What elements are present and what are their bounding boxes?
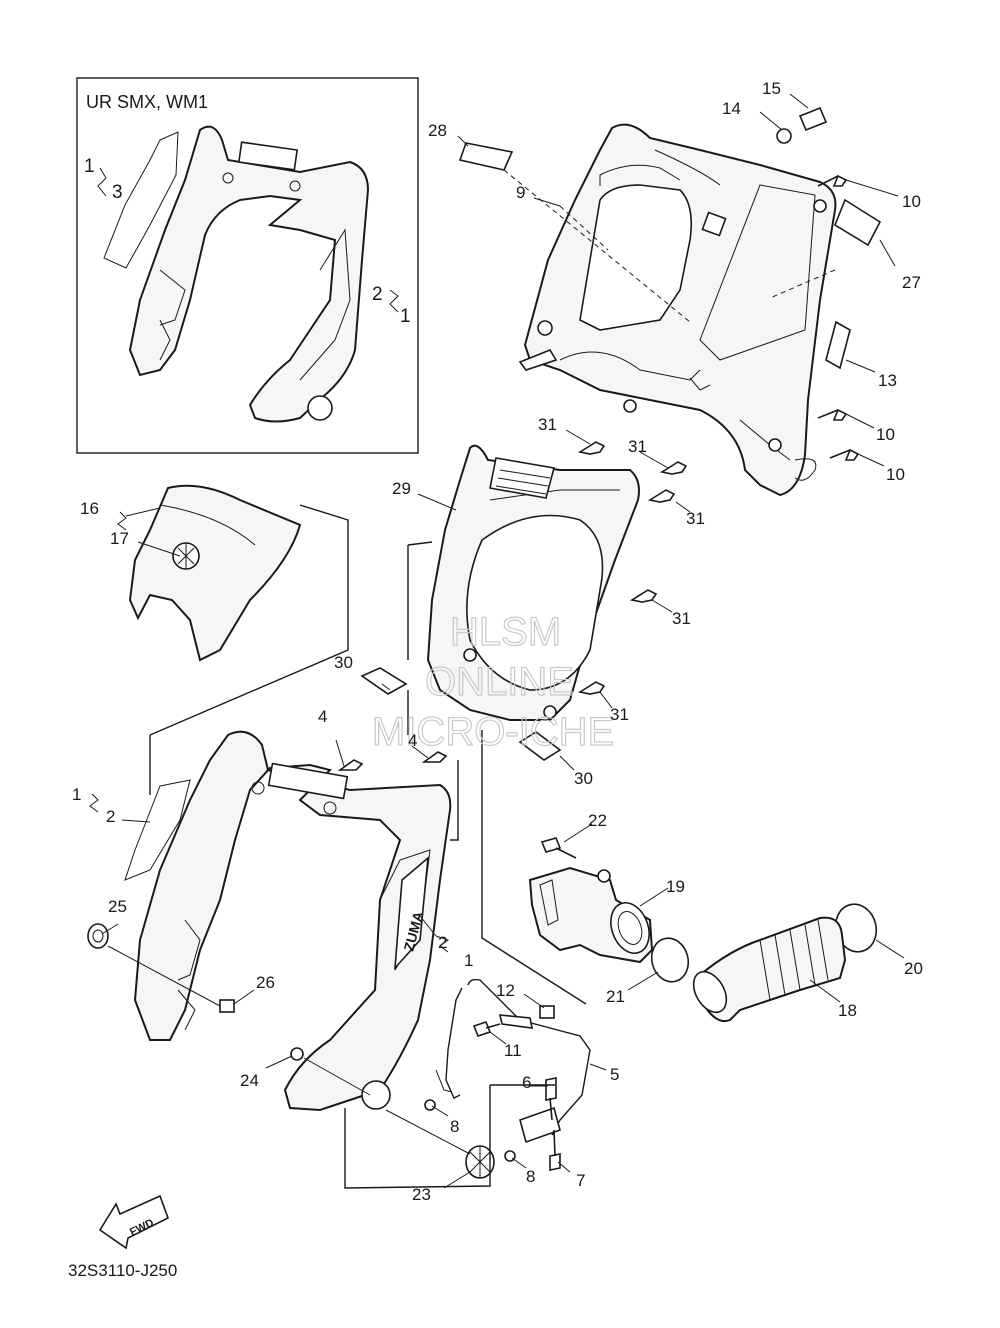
callout-16: 16 [80,499,99,518]
intake-joint-19 [528,866,654,964]
forward-arrow-icon: FWD [98,1194,169,1250]
nut-26 [219,999,235,1013]
callout-20: 20 [904,959,923,978]
grommet-25 [87,923,109,949]
callout-4b: 4 [408,731,417,750]
watermark-line-2: ONLINE [425,660,574,704]
bolt-15 [798,106,828,132]
stay-5 [435,978,591,1144]
callout-inset-1b: 1 [400,306,411,327]
callout-inset-1a: 1 [84,156,95,177]
callout-31c: 31 [686,509,705,528]
callout-22: 22 [588,811,607,830]
callout-2b: 2 [438,933,447,952]
nut-12 [539,1005,555,1019]
callout-11: 11 [504,1041,522,1060]
sticker-2 [124,779,191,881]
bolt-22 [540,837,577,859]
callout-24: 24 [240,1071,259,1090]
callout-5: 5 [610,1065,619,1084]
watermark-line-1: HLSM [450,610,561,654]
callout-labels: 1 3 2 1 15 14 28 9 10 27 13 10 10 31 31 … [72,79,923,1204]
drawing-code: 32S3110-J250 [68,1261,177,1280]
sticker-28 [458,142,514,171]
windshield-16 [128,484,302,662]
inner-cover-29 [426,444,640,721]
inset-title: UR SMX, WM1 [86,92,208,112]
callout-inset-2: 2 [372,284,383,305]
watermark-line-3: MICRO-ICHE [372,710,614,754]
cap-23 [465,1145,495,1179]
callout-10a: 10 [902,192,921,211]
washer-14 [776,128,792,144]
callout-19: 19 [666,877,685,896]
callout-6: 6 [522,1073,531,1092]
callout-10b: 10 [876,425,895,444]
callout-9: 9 [516,183,525,202]
callout-14: 14 [722,99,741,118]
callout-21: 21 [606,987,625,1006]
intake-duct-18 [692,916,847,1023]
callout-31b: 31 [628,437,647,456]
screw-4b [421,751,448,763]
callout-13: 13 [878,371,897,390]
inner-panel-9 [518,123,837,497]
callout-31e: 31 [610,705,629,724]
callout-30a: 30 [334,653,353,672]
callout-27: 27 [902,273,921,292]
callout-28: 28 [428,121,447,140]
bolt-7 [549,1129,561,1171]
callout-29: 29 [392,479,411,498]
callout-2a: 2 [106,807,115,826]
callout-4a: 4 [318,707,327,726]
screws-10 [817,174,860,461]
inset-front-panel [128,125,370,423]
leader-lines [89,93,905,1189]
callout-30b: 30 [574,769,593,788]
nut-24 [290,1047,304,1061]
callout-23: 23 [412,1185,431,1204]
front-panel-1: ZUMA [133,730,452,1112]
clip-30-lower [518,731,562,761]
screws-31 [577,441,688,695]
clip-13 [825,320,851,370]
callout-31a: 31 [538,415,557,434]
callout-15: 15 [762,79,781,98]
callout-17: 17 [110,529,129,548]
inset-panel: UR SMX, WM1 [76,77,419,454]
clamp-21 [650,937,690,983]
callout-7: 7 [576,1171,585,1190]
callout-inset-3: 3 [112,182,123,203]
watermark: HLSM ONLINE MICRO-ICHE [371,609,614,754]
callout-1a: 1 [72,785,81,804]
bolt-11 [472,1021,501,1037]
callout-10c: 10 [886,465,905,484]
washer-8a [424,1099,436,1111]
callout-8b: 8 [526,1167,535,1186]
callout-25: 25 [108,897,127,916]
screw-4a [337,759,364,771]
callout-1b: 1 [464,951,473,970]
callout-12: 12 [496,981,515,1000]
callout-18: 18 [838,1001,857,1020]
sticker-27 [834,198,882,247]
callout-26: 26 [256,973,275,992]
clip-30-upper [360,667,408,695]
callout-8a: 8 [450,1117,459,1136]
callout-31d: 31 [672,609,691,628]
bolt-6 [545,1077,557,1121]
